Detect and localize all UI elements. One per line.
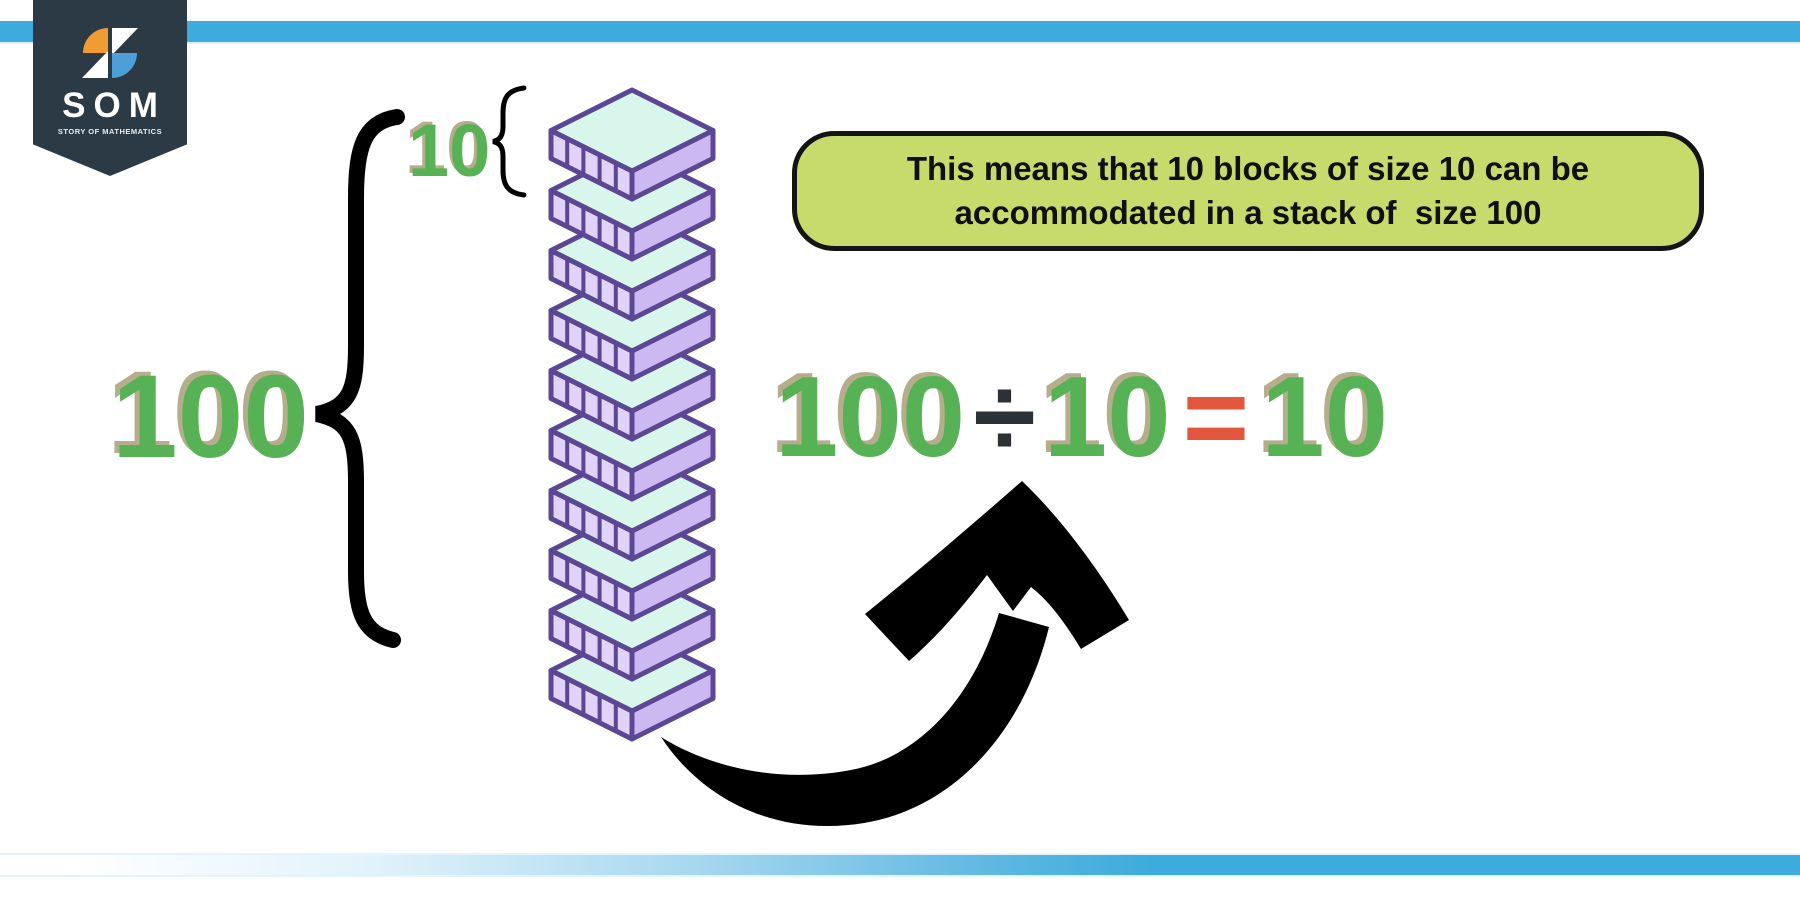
equals-sign: = xyxy=(1182,354,1250,481)
block-stack xyxy=(551,90,713,739)
logo-orange-quarter xyxy=(83,28,108,53)
callout-line-1: This means that 10 blocks of size 10 can… xyxy=(906,150,1590,188)
brand-tagline: STORY OF MATHEMATICS xyxy=(57,127,163,136)
callout-line-2: accommodated in a stack of size 100 xyxy=(954,194,1542,231)
divide-sign: ÷ xyxy=(973,354,1036,481)
swoosh-arrow-head xyxy=(865,481,1129,661)
single-block-brace xyxy=(492,85,527,198)
explanation-callout: This means that 10 blocks of size 10 can… xyxy=(792,131,1704,251)
single-block-label: 10 xyxy=(408,109,491,192)
brand-badge: SOM STORY OF MATHEMATICS xyxy=(33,0,187,176)
division-equation: 100÷10=10 xyxy=(775,361,1388,475)
swoosh-arrow-tail xyxy=(661,613,1049,827)
top-accent-bar xyxy=(0,21,1800,42)
stack-brace xyxy=(315,109,405,648)
equation-quotient: 10 xyxy=(1261,354,1388,481)
equation-dividend: 100 xyxy=(775,354,966,481)
logo-white-top-triangle xyxy=(112,28,138,55)
brand-name: SOM xyxy=(62,86,166,125)
equation-divisor: 10 xyxy=(1043,354,1171,481)
logo-white-bottom-triangle xyxy=(82,51,108,78)
logo-blue-quarter xyxy=(112,53,137,78)
som-logo-icon xyxy=(82,28,138,78)
bottom-accent-bar xyxy=(0,855,1800,875)
stack-total-label: 100 xyxy=(112,351,309,483)
